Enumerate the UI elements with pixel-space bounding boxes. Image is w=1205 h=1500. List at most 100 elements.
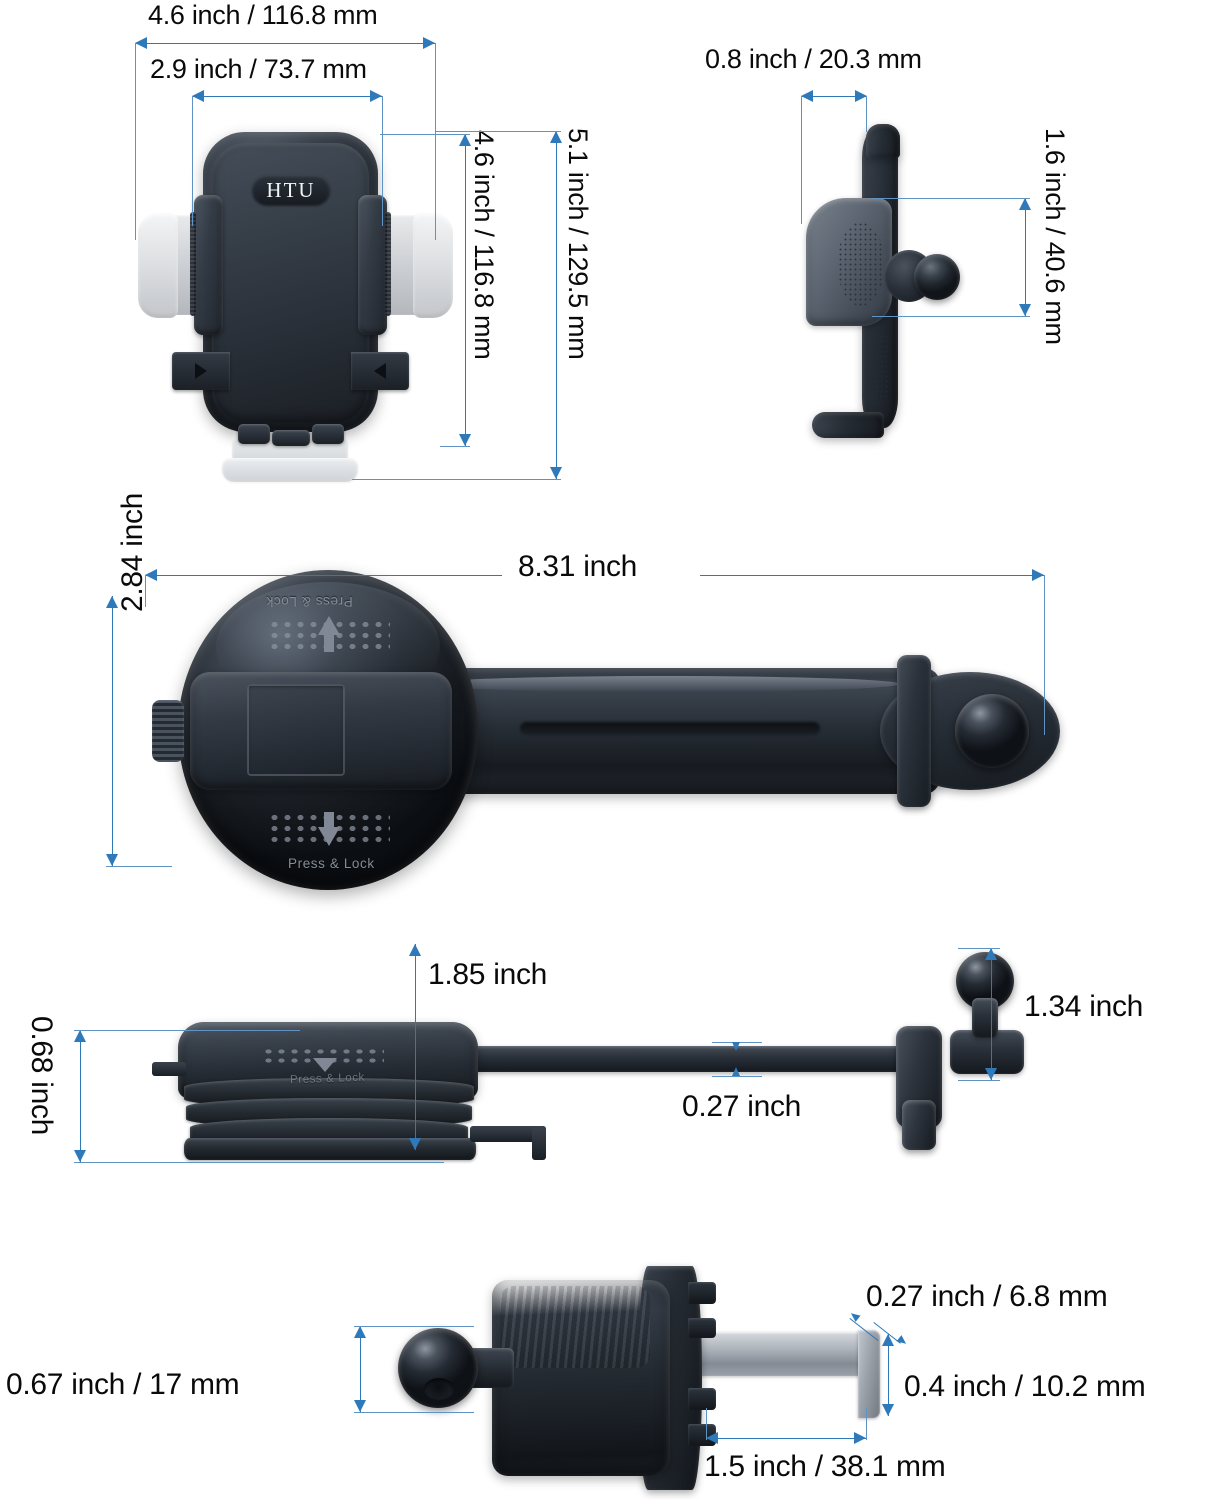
side-view-bottom-lip — [812, 412, 884, 438]
arm-collar-ring — [897, 655, 931, 807]
dim-arrow-up-1-85 — [409, 944, 421, 956]
vent-clip-blade — [682, 1332, 872, 1376]
ext-line-2-84-bottom — [106, 866, 172, 867]
vent-clip-ribs — [500, 1286, 650, 1368]
ext-line-0-67-bottom — [354, 1412, 474, 1413]
dim-arrow-up-0-68 — [74, 1030, 86, 1042]
ext-line-5-1-bottom — [352, 479, 561, 480]
dim-arrow-down-1-34 — [985, 1068, 997, 1080]
dim-arrow-left-0-8 — [801, 90, 813, 102]
dim-arrow-up-0-27 — [732, 1067, 740, 1076]
dim-line-2-84-inch — [112, 596, 113, 866]
ext-line-1-5-right — [866, 1408, 867, 1440]
dim-label-2-9-inch-width: 2.9 inch / 73.7 mm — [150, 54, 367, 84]
dim-line-8-31-right — [700, 575, 1044, 576]
left-tab-arrow-icon — [195, 363, 207, 379]
ext-line-4-6-right — [435, 43, 436, 240]
dim-arrow-right-0-8 — [855, 90, 867, 102]
press-lock-arrow-up-icon — [318, 616, 340, 635]
ext-line-0-67-top — [354, 1326, 474, 1327]
vent-clip-hook — [858, 1330, 880, 1418]
ext-line-1-5-left — [706, 1408, 707, 1440]
vent-clip-notch-1 — [688, 1282, 716, 1304]
ext-line-1-34-bottom — [958, 1080, 1000, 1081]
dim-arrow-up-2-84 — [106, 596, 118, 608]
dim-line-0-68-inch — [80, 1030, 81, 1162]
profile-cup-release-tip — [532, 1126, 546, 1160]
profile-cup-left-tab — [152, 1062, 186, 1076]
dim-line-8-31-left — [145, 575, 502, 576]
dim-arrow-down-0-27 — [732, 1042, 740, 1051]
dim-line-1-5-inch — [706, 1438, 866, 1439]
dim-label-1-5-inch: 1.5 inch / 38.1 mm — [704, 1450, 946, 1483]
dim-arrow-up-1-34 — [985, 948, 997, 960]
ext-line-0-68-top — [74, 1030, 300, 1031]
dim-label-8-31-inch: 8.31 inch — [518, 550, 638, 583]
dim-arrow-down-4-6-h — [459, 434, 471, 446]
side-view-lower-texture — [874, 334, 890, 400]
dim-label-0-27-inch-68mm: 0.27 inch / 6.8 mm — [866, 1280, 1108, 1313]
ext-line-2-9-left — [192, 96, 193, 226]
cradle-foot-center — [272, 430, 310, 446]
press-lock-arrow-stem-top — [324, 634, 334, 652]
dim-arrow-down-0-68 — [74, 1150, 86, 1162]
dim-arrow-right-8-31 — [1032, 569, 1044, 581]
profile-arm-rod — [400, 1046, 912, 1072]
cradle-base-ghost-foot — [222, 458, 358, 482]
dim-arrow-left-8-31 — [145, 569, 157, 581]
dim-line-4-6-inch-height — [465, 134, 466, 446]
cradle-left-pad — [138, 213, 178, 318]
dim-label-4-6-inch-width: 4.6 inch / 116.8 mm — [148, 0, 378, 30]
htu-brand-badge: HTU — [252, 175, 330, 205]
dim-line-1-34-inch — [991, 948, 992, 1080]
ext-line-1-6-top — [872, 198, 1030, 199]
vent-clip-notch-2 — [688, 1318, 716, 1338]
dim-arrow-down-1-85 — [409, 1138, 421, 1150]
press-lock-arrow-down-icon — [318, 827, 340, 846]
ext-line-8-31-right — [1044, 575, 1045, 735]
ext-line-0-8-left — [801, 96, 802, 224]
cradle-left-grip-ribs — [190, 212, 196, 316]
cradle-right-pad — [413, 213, 453, 318]
htu-brand-text: HTU — [266, 177, 316, 202]
suction-cup-window — [247, 684, 345, 776]
ext-line-4-6h-bottom — [440, 446, 470, 447]
profile-press-lock-arrow-icon — [313, 1058, 337, 1072]
vent-clip-notch-3 — [688, 1388, 716, 1410]
ext-line-0-8-right — [866, 96, 867, 132]
press-lock-label-bottom: Press & Lock — [288, 856, 375, 871]
dim-line-5-1-inch-height — [556, 131, 557, 479]
press-lock-arrow-stem-bottom — [324, 812, 334, 830]
dim-label-5-1-inch-height: 5.1 inch / 129.5 mm — [563, 128, 593, 360]
profile-cup-base — [184, 1138, 476, 1160]
right-tab-arrow-icon — [374, 363, 386, 379]
dim-arrow-down-1-6 — [1019, 304, 1031, 316]
dim-arrow-down-5-1 — [550, 467, 562, 479]
ext-line-2-9-right — [382, 96, 383, 226]
ext-line-1-34-top — [958, 948, 1000, 949]
arm-highlight — [430, 676, 900, 692]
dim-arrow-left-4-6 — [135, 37, 147, 49]
ext-line-4-6h-top — [380, 134, 470, 135]
side-view-texture-pad — [838, 222, 884, 306]
ext-line-1-6-bottom — [872, 316, 1030, 317]
suction-cup-side-vent — [152, 700, 184, 762]
ext-line-5-1-top — [435, 131, 561, 132]
dim-label-0-67-inch: 0.67 inch / 17 mm — [6, 1368, 240, 1401]
profile-ball-stem — [972, 998, 998, 1038]
profile-pivot-knob-lower — [902, 1100, 936, 1150]
ext-line-0-68-bottom — [74, 1162, 444, 1163]
dim-line-0-4-inch — [888, 1334, 889, 1416]
dim-label-1-34-inch: 1.34 inch — [1024, 990, 1144, 1023]
dim-arrow-up-4-6-h — [459, 134, 471, 146]
dim-label-1-6-inch: 1.6 inch / 40.6 mm — [1040, 128, 1070, 345]
cradle-right-grip-ribs — [385, 212, 391, 316]
press-lock-label-top: Press & Lock — [266, 594, 353, 609]
dim-arrow-down-2-84 — [106, 854, 118, 866]
dim-arrow-0-27-68mm-b — [896, 1335, 909, 1347]
dim-label-0-4-inch: 0.4 inch / 10.2 mm — [904, 1370, 1146, 1403]
ext-line-0-27-bottom — [712, 1076, 762, 1077]
dim-label-0-8-inch: 0.8 inch / 20.3 mm — [705, 44, 922, 74]
vent-clip-body — [492, 1280, 670, 1476]
